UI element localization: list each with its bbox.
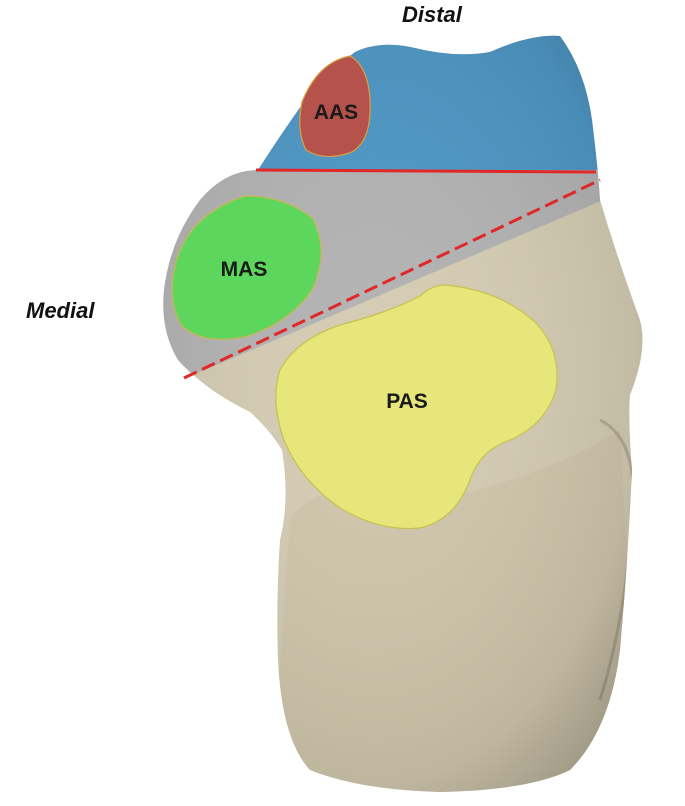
pas-label: PAS	[386, 390, 428, 413]
aas-label: AAS	[314, 101, 358, 124]
aas-facet	[299, 55, 371, 158]
mas-facet	[171, 195, 322, 340]
distal-division-line	[255, 168, 597, 174]
mas-label: MAS	[221, 258, 268, 281]
oblique-division-dashed-line	[183, 178, 601, 380]
pas-facet	[275, 284, 558, 530]
medial-direction-label: Medial	[26, 298, 95, 323]
distal-direction-label: Distal	[402, 2, 462, 27]
